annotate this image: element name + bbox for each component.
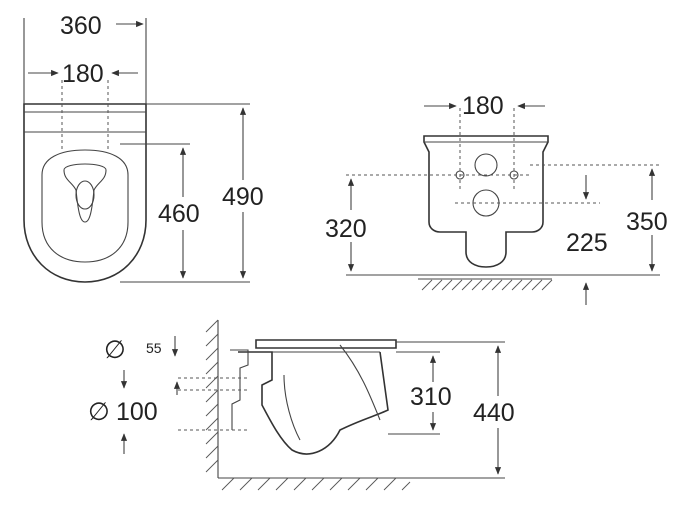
seat-lid	[255, 339, 397, 349]
dim-total-length: 490	[222, 183, 264, 211]
bowl-outline-front	[423, 135, 549, 268]
dim-inner-length: 460	[158, 200, 200, 228]
top-view: 360 180 460 490	[23, 12, 264, 283]
dim-inlet-diameter: 55	[146, 340, 162, 356]
side-view: ∅ 55 ∅ 100 310 440	[88, 319, 515, 491]
dim-floor-to-top-bolts: 350	[626, 208, 668, 236]
front-view: 180 320 225 350	[325, 92, 668, 305]
bowl-outline-top	[23, 103, 147, 283]
dim-total-height: 440	[473, 399, 515, 427]
bowl-profile	[238, 351, 389, 455]
floor-hatch-side	[221, 477, 411, 491]
dim-total-width: 360	[60, 12, 102, 40]
dim-hole-spacing-front: 180	[462, 92, 504, 120]
bowl-inner-top	[41, 149, 129, 263]
diameter-symbol-inlet: ∅	[104, 336, 126, 364]
dim-pan-height: 310	[410, 383, 452, 411]
dim-hole-spacing-top: 180	[62, 60, 104, 88]
diameter-symbol-outlet: ∅	[88, 398, 110, 426]
dim-outlet-diameter: 100	[116, 398, 158, 426]
dim-floor-to-bolts: 320	[325, 215, 367, 243]
floor-hatch-front	[421, 279, 553, 291]
dim-floor-to-outlet: 225	[566, 229, 608, 257]
wall-hatch	[205, 319, 219, 473]
